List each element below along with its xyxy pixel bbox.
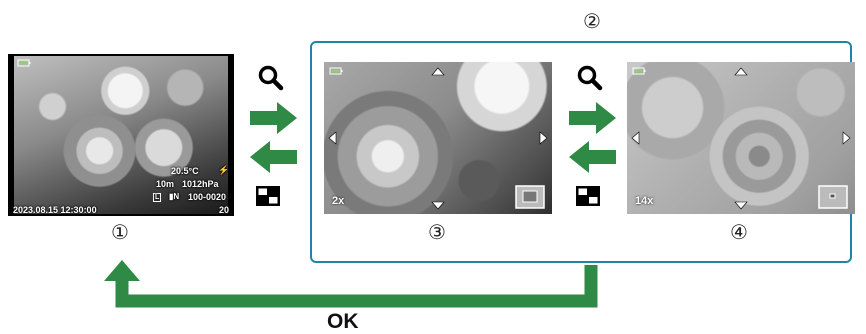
- arrow-left-icon: [250, 141, 297, 173]
- nav-left-icon: [631, 131, 640, 145]
- pressure-readout: 1012hPa: [182, 179, 219, 189]
- ok-return-arrow: [115, 265, 598, 308]
- card-icon: ▮N: [169, 192, 180, 201]
- zoom-14x-overlay: [631, 67, 851, 210]
- photo-full: [14, 56, 228, 214]
- depth-readout: 10m: [156, 179, 175, 189]
- playback-screen-full: 20.5°C ⚡ 10m 1012hPa L ▮N 100-0020 2023.…: [8, 54, 234, 216]
- nav-right-icon: [539, 131, 548, 145]
- marker-3: ③: [428, 220, 446, 244]
- marker-2: ②: [583, 9, 601, 33]
- battery-icon: [329, 67, 343, 75]
- quality-badge: L: [153, 193, 162, 202]
- marker-4: ④: [730, 220, 748, 244]
- photo-2x: [324, 62, 552, 214]
- full-overlay: [17, 59, 31, 67]
- playback-screen-2x: 2x: [324, 62, 552, 214]
- nav-up-icon: [431, 67, 445, 76]
- playback-screen-14x: 14x: [627, 62, 855, 214]
- zoom-level-2x: 2x: [332, 195, 345, 207]
- file-number: 100-0020: [188, 192, 227, 202]
- zoom-level-14x: 14x: [635, 195, 654, 207]
- position-indicator-icon: [515, 185, 545, 209]
- ok-arrowhead-icon: [104, 260, 140, 281]
- nav-right-icon: [842, 131, 851, 145]
- photo-14x: [627, 62, 855, 214]
- frame-count: 20: [219, 205, 230, 215]
- datetime-readout: 2023.08.15 12:30:00: [13, 205, 97, 215]
- index-icon: [256, 186, 280, 206]
- nav-up-icon: [734, 67, 748, 76]
- nav-down-icon: [431, 201, 445, 210]
- flash-icon: ⚡: [218, 165, 230, 175]
- magnify-icon: [258, 65, 284, 91]
- zoom-2x-overlay: [328, 67, 548, 210]
- marker-1: ①: [111, 220, 129, 244]
- arrow-right-icon: [250, 102, 297, 134]
- temperature-readout: 20.5°C: [171, 166, 199, 176]
- battery-icon: [632, 67, 646, 75]
- ok-label: OK: [327, 310, 359, 333]
- position-indicator-icon: [818, 185, 848, 209]
- nav-down-icon: [734, 201, 748, 210]
- nav-left-icon: [328, 131, 337, 145]
